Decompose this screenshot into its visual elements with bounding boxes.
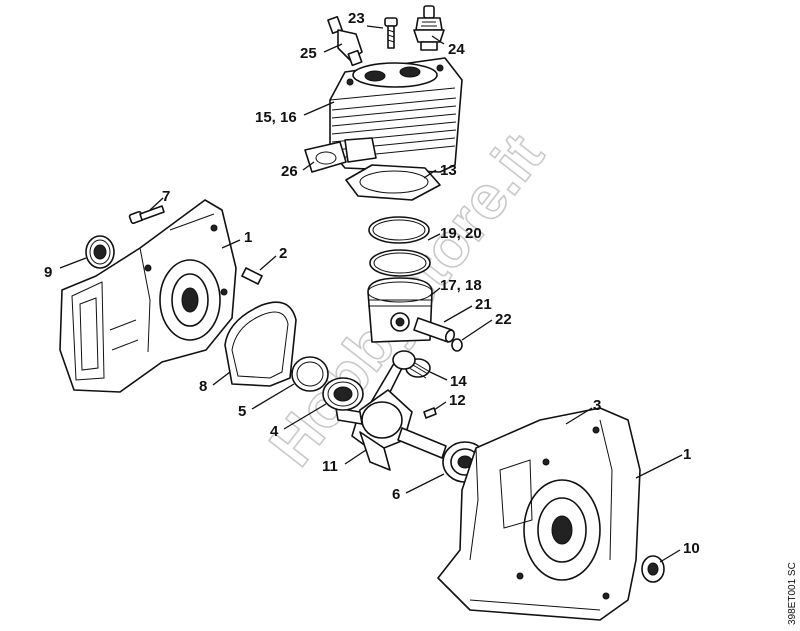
- callout-5: 5: [238, 403, 246, 420]
- callout-21: 21: [475, 296, 492, 313]
- callout-4: 4: [270, 423, 279, 440]
- part-1-crankcase-left: [59, 199, 237, 393]
- callout-12: 12: [449, 392, 466, 409]
- part-12-woodruff-key: [423, 407, 437, 419]
- callout-9: 9: [44, 264, 52, 281]
- callout-15-16: 15, 16: [255, 109, 297, 126]
- part-5-retaining-ring: [291, 356, 329, 392]
- document-id: 398ET001 SC: [787, 562, 798, 625]
- callout-17-18: 17, 18: [440, 277, 482, 294]
- callout-25: 25: [300, 45, 317, 62]
- part-24-spark-plug: [413, 5, 445, 51]
- callout-24: 24: [448, 41, 465, 58]
- callout-23: 23: [348, 10, 365, 27]
- callout-2: 2: [279, 245, 287, 262]
- part-11-crankshaft: [335, 350, 447, 471]
- callout-8: 8: [199, 378, 207, 395]
- callout-19-20: 19, 20: [440, 225, 482, 242]
- part-7-screw: [128, 205, 165, 224]
- part-26-gasket: [304, 141, 347, 173]
- callout-labels: 23 25 24 15, 16 26 13 19, 20 17, 18 21 2…: [44, 10, 700, 557]
- callout-3: 3: [593, 397, 601, 414]
- callout-7: 7: [162, 188, 170, 205]
- part-9-oil-seal: [85, 235, 115, 269]
- callout-26: 26: [281, 163, 298, 180]
- callout-6: 6: [392, 486, 400, 503]
- callout-13: 13: [440, 162, 457, 179]
- part-15-16-cylinder: [329, 57, 463, 173]
- part-1-crankcase-right: [437, 407, 641, 621]
- part-10-oil-seal: [641, 555, 665, 583]
- callout-1-right: 1: [683, 446, 691, 463]
- part-2-dowel-pin: [241, 267, 263, 285]
- callout-1-left: 1: [244, 229, 252, 246]
- callout-11: 11: [322, 458, 338, 475]
- part-22-circlip: [451, 338, 463, 352]
- part-25-decompression-valve: [327, 15, 363, 67]
- leader-lines: [59, 25, 683, 563]
- part-21-piston-pin: [413, 317, 456, 343]
- part-8-crankcase-gasket: [224, 301, 297, 387]
- part-19-20-piston-rings: [368, 216, 431, 277]
- part-4-oil-seal: [322, 377, 364, 411]
- callout-22: 22: [495, 311, 512, 328]
- part-23-screw: [384, 17, 398, 49]
- part-13-base-gasket: [345, 164, 441, 201]
- callout-10: 10: [683, 540, 700, 557]
- callout-14: 14: [450, 373, 467, 390]
